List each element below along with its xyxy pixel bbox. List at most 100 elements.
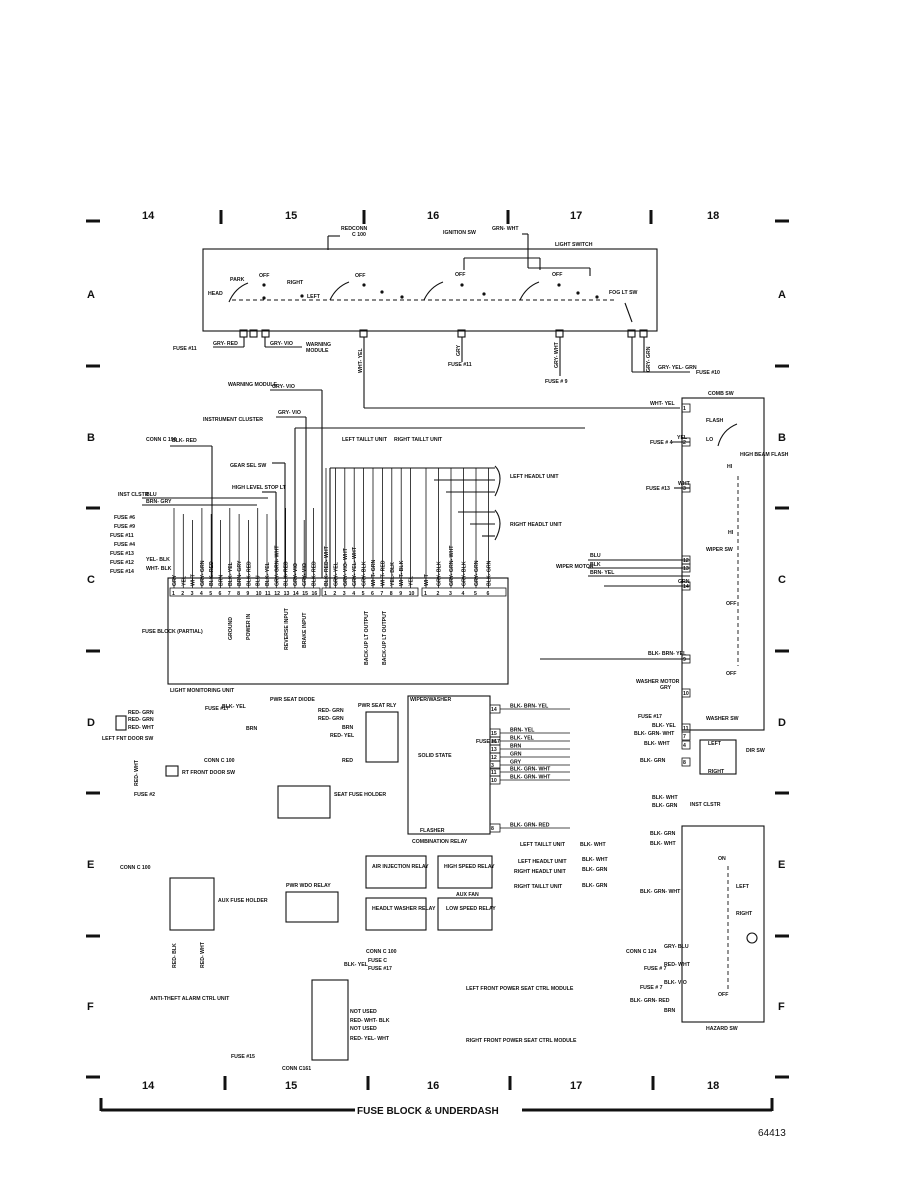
svg-text:RIGHT TAILLT UNIT: RIGHT TAILLT UNIT xyxy=(394,437,443,443)
svg-text:RED- WHT- BLK: RED- WHT- BLK xyxy=(350,1018,390,1024)
comb-sw-pin-number: 1 xyxy=(683,406,686,412)
light-switch: LIGHT SWITCH RED CONN C 100 IGNITION SW … xyxy=(173,226,720,408)
svg-text:PWR WDO RELAY: PWR WDO RELAY xyxy=(286,883,331,889)
comb-sw-pin xyxy=(681,483,691,493)
pin-number: 6 xyxy=(487,591,490,597)
row-f-left: F xyxy=(87,1001,94,1013)
pin-number: 5 xyxy=(209,591,212,597)
comb-sw-pin xyxy=(681,563,691,573)
relay-pin-number: 15 xyxy=(491,731,497,737)
relay-wire-label: BLK- GRN- WHT xyxy=(510,775,551,781)
wire-color-label: WHT- GRN xyxy=(371,560,377,586)
col-15-bottom: 15 xyxy=(285,1080,297,1092)
svg-text:RIGHT TAILLT UNIT: RIGHT TAILLT UNIT xyxy=(514,884,563,890)
col-14-top: 14 xyxy=(142,210,155,222)
svg-text:HEAD: HEAD xyxy=(208,291,223,297)
row-a-right: A xyxy=(778,289,786,301)
svg-text:LEFT HEADLT UNIT: LEFT HEADLT UNIT xyxy=(510,474,559,480)
pin-number: 14 xyxy=(293,591,299,597)
svg-text:BLU: BLU xyxy=(590,553,601,559)
svg-text:LO: LO xyxy=(706,437,713,443)
col-14-bottom: 14 xyxy=(142,1080,155,1092)
wire-color-label: GRY- BLK xyxy=(362,561,368,586)
wire-color-label: WHT- RED xyxy=(380,560,386,586)
row-b-left: B xyxy=(87,432,95,444)
svg-text:BLK- YEL: BLK- YEL xyxy=(222,704,247,710)
svg-text:BLK- WHT: BLK- WHT xyxy=(652,795,678,801)
pin-number: 9 xyxy=(246,591,249,597)
pin-number: 8 xyxy=(237,591,240,597)
wire-color-label: BLK- RED xyxy=(209,561,215,586)
svg-text:RIGHT FRONT POWER SEAT CTRL MO: RIGHT FRONT POWER SEAT CTRL MODULE xyxy=(466,1038,577,1044)
wire-color-label: GRY- BLK xyxy=(437,561,443,586)
svg-text:FUSE BLOCK (PARTIAL): FUSE BLOCK (PARTIAL) xyxy=(142,629,203,635)
pin-number: 11 xyxy=(265,591,271,597)
comb-sw-pin xyxy=(681,403,691,413)
svg-text:FUSE #17: FUSE #17 xyxy=(638,714,662,720)
relay-wire-label: BRN xyxy=(510,744,521,750)
svg-text:FUSE #13: FUSE #13 xyxy=(110,551,134,557)
row-c-left: C xyxy=(87,574,95,586)
relay-pin-number: 10 xyxy=(491,778,497,784)
svg-text:NOT USED: NOT USED xyxy=(350,1009,377,1015)
pin-number: 13 xyxy=(284,591,290,597)
svg-text:GRY- RED: GRY- RED xyxy=(213,341,238,347)
pin-number: 3 xyxy=(343,591,346,597)
svg-text:BLK- GRN: BLK- GRN xyxy=(640,758,666,764)
pin-number: 3 xyxy=(191,591,194,597)
pin-number: 7 xyxy=(380,591,383,597)
pin-number: 2 xyxy=(181,591,184,597)
svg-text:PARK: PARK xyxy=(230,277,245,283)
svg-text:RED- WHT: RED- WHT xyxy=(128,725,155,731)
wire-color-label: BLK- GRN xyxy=(487,560,493,586)
col-16-top: 16 xyxy=(427,210,439,222)
svg-text:RED- GRN: RED- GRN xyxy=(128,710,154,716)
svg-text:YEL- BLK: YEL- BLK xyxy=(146,557,170,563)
pin-number: 16 xyxy=(312,591,318,597)
svg-text:BACK-UP LT OUTPUT: BACK-UP LT OUTPUT xyxy=(364,610,370,665)
monitoring-unit-label: LIGHT MONITORING UNIT xyxy=(170,688,235,694)
svg-text:ANTI-THEFT ALARM CTRL UNIT: ANTI-THEFT ALARM CTRL UNIT xyxy=(150,996,230,1002)
svg-text:RED- WHT: RED- WHT xyxy=(134,759,140,786)
svg-text:HI: HI xyxy=(728,530,734,536)
svg-text:FUSE #12: FUSE #12 xyxy=(110,560,134,566)
wire-color-label: GRY- GRN xyxy=(474,560,480,586)
svg-text:CONN C 100: CONN C 100 xyxy=(204,758,235,764)
pin-number: 8 xyxy=(390,591,393,597)
svg-text:LEFT: LEFT xyxy=(708,741,722,747)
svg-text:OFF: OFF xyxy=(718,992,728,998)
svg-text:GRY- VIO: GRY- VIO xyxy=(272,384,295,390)
svg-text:BLK- GRN: BLK- GRN xyxy=(650,831,676,837)
svg-text:WHT- BLK: WHT- BLK xyxy=(146,566,172,572)
svg-text:CONN C161: CONN C161 xyxy=(282,1066,311,1072)
svg-text:WIPER MOTOR: WIPER MOTOR xyxy=(556,564,594,570)
relay-wire-label: BLK- BRN- YEL xyxy=(510,704,549,710)
svg-text:RED- YEL- WHT: RED- YEL- WHT xyxy=(350,1036,390,1042)
svg-text:RIGHT HEADLT UNIT: RIGHT HEADLT UNIT xyxy=(514,869,567,875)
svg-text:OFF: OFF xyxy=(552,272,562,278)
svg-text:WASHER SW: WASHER SW xyxy=(706,716,739,722)
relay-pin-number: 3 xyxy=(491,763,494,769)
row-e-right: E xyxy=(778,859,785,871)
svg-text:CONN: CONN xyxy=(352,226,368,232)
svg-text:BLU: BLU xyxy=(146,492,157,498)
wire-color-label: BLK- RED- WHT xyxy=(324,545,330,586)
comb-sw-pin xyxy=(681,654,691,664)
svg-text:RED- BLK: RED- BLK xyxy=(172,943,178,968)
svg-text:LEFT: LEFT xyxy=(307,294,321,300)
svg-text:FLASH: FLASH xyxy=(706,418,724,424)
svg-text:WARNING: WARNING xyxy=(306,342,331,348)
pin-number: 10 xyxy=(409,591,415,597)
col-17-top: 17 xyxy=(570,210,582,222)
comb-sw-label: COMB SW xyxy=(708,391,734,397)
wire-color-label: BLK- YEL xyxy=(228,561,234,586)
pin-number: 10 xyxy=(256,591,262,597)
wire-color-label: BRN- GRY xyxy=(237,560,243,586)
fuse-block-box xyxy=(167,577,509,685)
svg-text:HIGH LEVEL STOP LT: HIGH LEVEL STOP LT xyxy=(232,485,287,491)
relay-pin-number: 8 xyxy=(491,826,494,832)
pin-number: 5 xyxy=(362,591,365,597)
svg-text:INSTRUMENT CLUSTER: INSTRUMENT CLUSTER xyxy=(203,417,263,423)
wire-color-label: GRY- VIO xyxy=(302,563,308,586)
